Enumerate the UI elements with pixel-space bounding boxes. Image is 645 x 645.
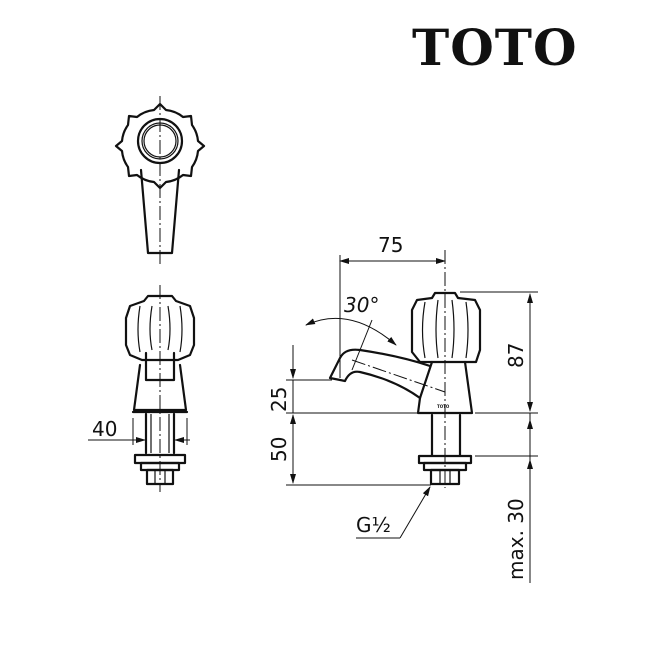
front-view: 40 <box>88 285 196 492</box>
dim-height-87: 87 <box>504 343 528 368</box>
dim-reach-75: 75 <box>378 233 403 257</box>
toto-logo: TOTO <box>412 18 578 77</box>
dim-max-30: max. 30 <box>504 498 528 580</box>
dim-width-40: 40 <box>92 417 117 441</box>
body-marking: TOTO <box>437 404 450 409</box>
dim-shank-50: 50 <box>267 437 291 462</box>
side-view: TOTO 75 30° 87 max. 30 25 <box>267 233 538 583</box>
dim-angle-30: 30° <box>344 293 379 317</box>
dim-spout-height-25: 25 <box>267 387 291 412</box>
top-view <box>114 96 206 265</box>
thread-label: G½ <box>356 513 391 537</box>
